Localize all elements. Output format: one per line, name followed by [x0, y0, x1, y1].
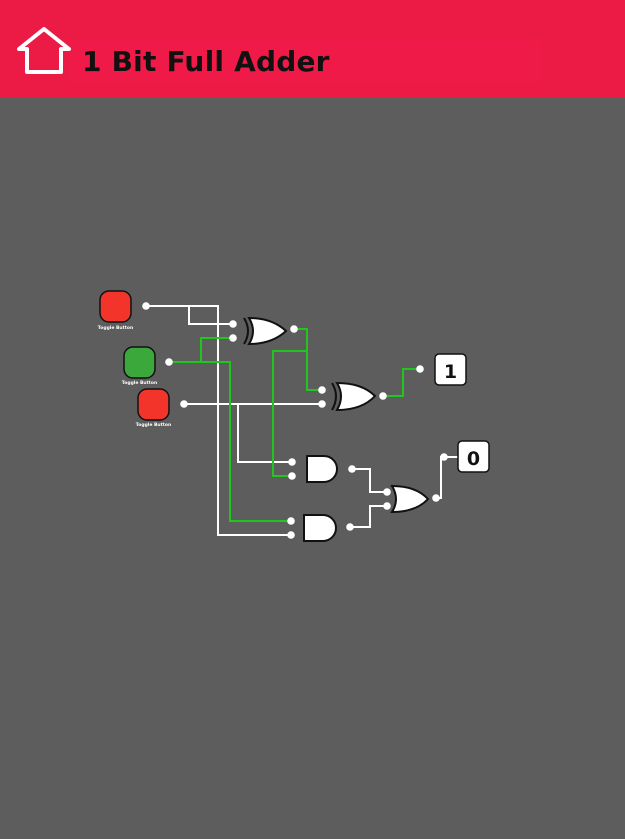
title-box [70, 40, 542, 82]
inactive-wires [146, 305, 458, 536]
toggle-button-cin[interactable]: Toggle Button [136, 388, 171, 428]
and-gate-2 [303, 514, 337, 542]
carry-output-value: 0 [467, 448, 480, 470]
home-button[interactable] [14, 24, 74, 78]
gates [243, 316, 430, 542]
app-header: 1 Bit Full Adder [0, 0, 625, 98]
page-title: 1 Bit Full Adder [82, 45, 330, 78]
toggle-label-a: Toggle Button [98, 325, 133, 331]
carry-output: 0 [457, 440, 490, 473]
active-wires [169, 328, 420, 522]
circuit-diagram: Toggle Button Toggle Button Toggle Butto… [98, 290, 490, 542]
home-icon [17, 27, 71, 74]
or-gate [390, 484, 430, 514]
wire-b [169, 361, 291, 522]
wire-xor2-sum [383, 368, 420, 397]
wire-cin-and1 [237, 404, 292, 463]
wire-and2-or [350, 505, 387, 528]
xor-gate-2 [331, 381, 377, 412]
toggle-label-b: Toggle Button [122, 380, 157, 386]
toggle-button-b[interactable]: Toggle Button [122, 346, 157, 386]
wire-xor1-out [294, 328, 322, 391]
wire-a [146, 305, 291, 536]
circuit-canvas: Toggle Button Toggle Button Toggle Butto… [0, 98, 625, 834]
connection-nodes [142, 302, 448, 539]
sum-output-value: 1 [444, 361, 457, 383]
wire-b-xor1 [200, 337, 233, 362]
and-gate-1 [306, 455, 338, 483]
xor-gate-1 [243, 316, 288, 346]
wire-a-xor1 [188, 306, 233, 325]
wire-or-carry [436, 456, 458, 499]
sum-output: 1 [434, 353, 467, 386]
wire-and1-or [352, 468, 387, 493]
toggle-label-cin: Toggle Button [136, 422, 171, 428]
toggle-button-a[interactable]: Toggle Button [98, 290, 133, 331]
wire-xor1-and1 [272, 350, 307, 477]
